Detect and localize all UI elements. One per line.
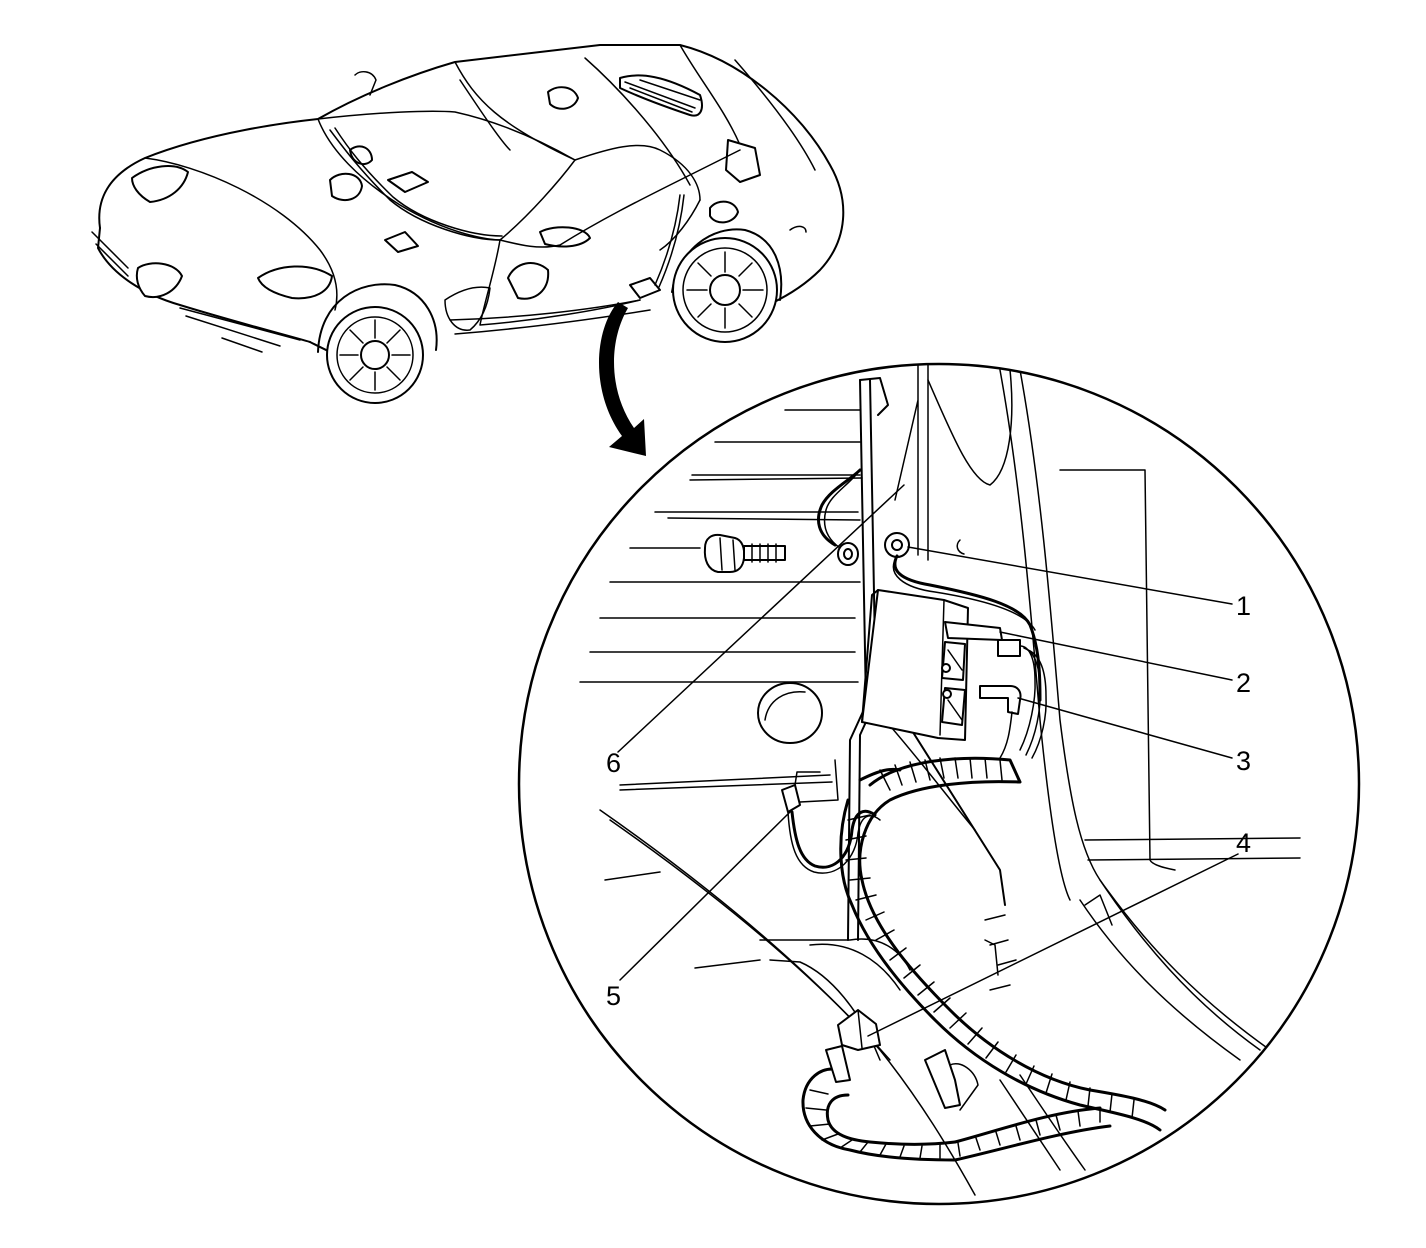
callout-1: 1 [1236,591,1251,621]
detail-circle-border [517,362,1361,1206]
callout-4: 4 [1236,828,1251,858]
detail-view [579,364,1301,1196]
callout-6: 6 [606,748,621,778]
callout-labels: 1 2 3 4 5 6 [606,591,1251,1011]
callout-3: 3 [1236,746,1251,776]
callout-2: 2 [1236,668,1251,698]
car-overview [91,44,845,404]
callout-5: 5 [606,981,621,1011]
bolt [703,533,786,573]
control-module [861,589,1003,741]
zoom-arrow [599,302,646,456]
leader-lines [617,484,1239,1037]
